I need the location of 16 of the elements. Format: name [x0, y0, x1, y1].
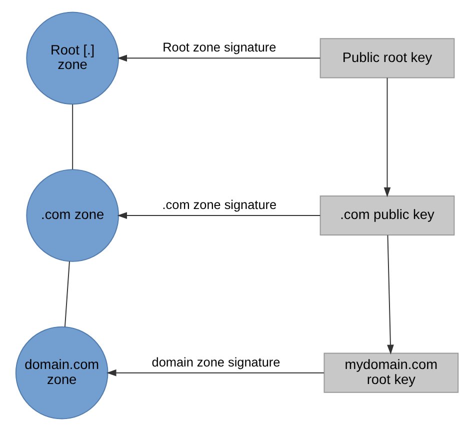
node-circle: domain.com zone	[15, 326, 108, 420]
arrow	[387, 234, 394, 355]
arrow	[106, 369, 324, 376]
arrow	[117, 212, 321, 219]
node-box: .com public key	[320, 195, 455, 236]
connector	[72, 104, 74, 170]
node-circle: Root [.] zone	[26, 12, 119, 105]
edge-label: Root zone signature	[162, 40, 276, 55]
arrow	[117, 54, 321, 62]
edge-label: domain zone signature	[152, 355, 280, 370]
connector	[64, 260, 70, 328]
arrow	[384, 77, 391, 198]
node-circle: .com zone	[26, 169, 119, 262]
edge-label: .com zone signature	[162, 198, 277, 212]
node-box: Public root key	[320, 38, 455, 78]
node-box: mydomain.com root key	[324, 352, 459, 393]
